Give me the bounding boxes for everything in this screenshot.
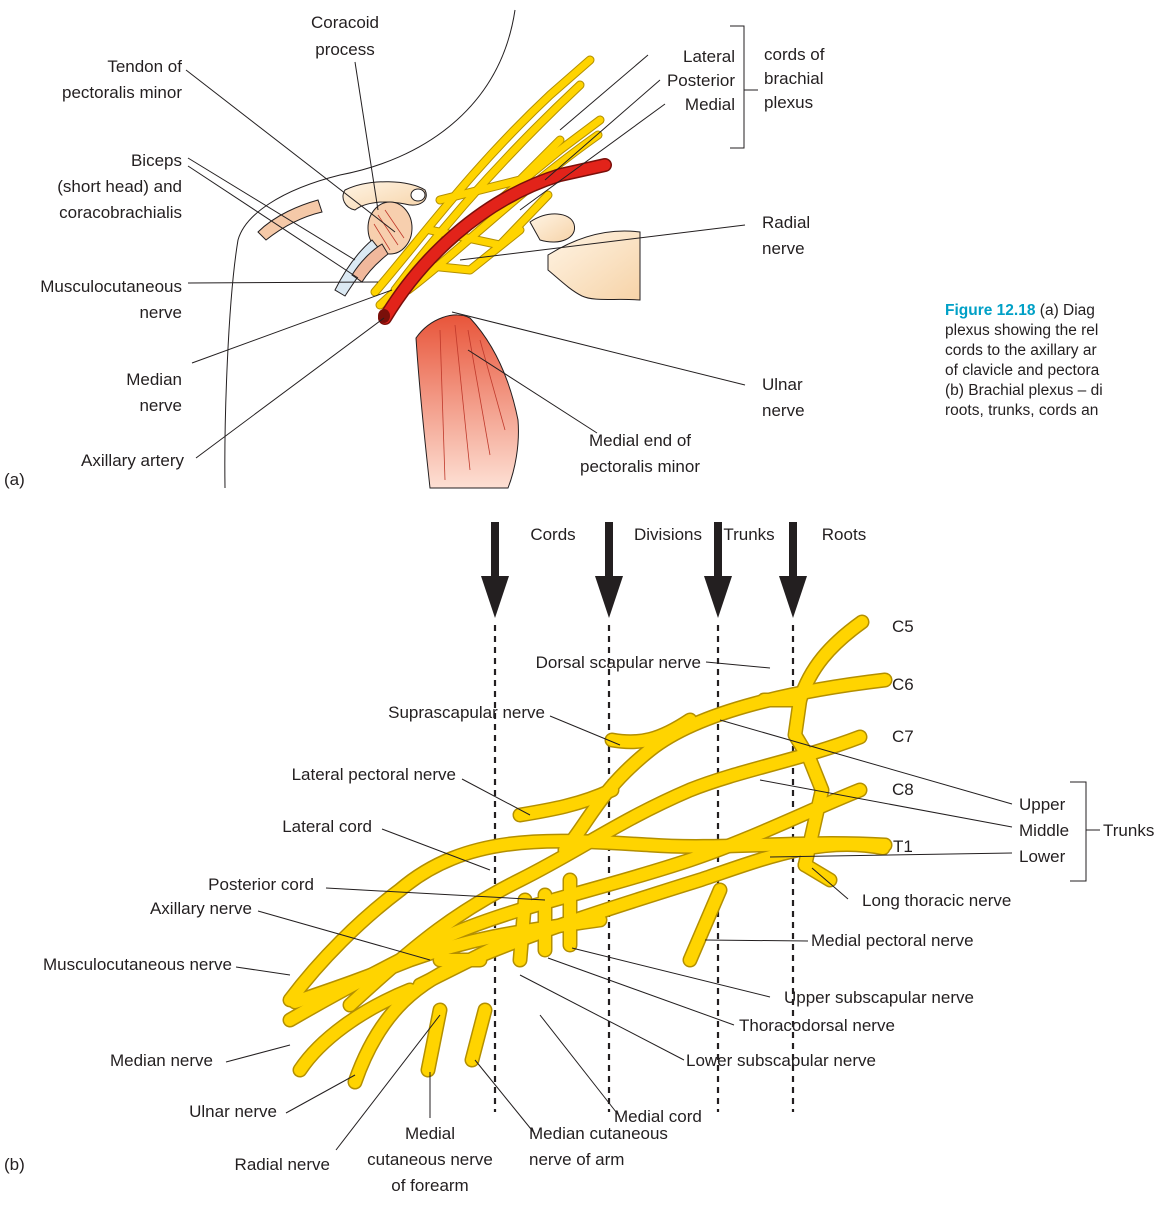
panel-b-label: (b) <box>4 1155 25 1174</box>
label-biceps-2: (short head) and <box>57 177 182 196</box>
arrow-divisions <box>595 522 623 618</box>
label-cords-3: plexus <box>764 93 813 112</box>
root-c7: C7 <box>892 727 914 746</box>
caption-line-1: Figure 12.18 (a) Diag <box>945 301 1164 321</box>
label-median-2: nerve <box>139 396 182 415</box>
label-suprascapular: Suprascapular nerve <box>388 703 545 722</box>
column-divisions: Divisions <box>634 525 702 544</box>
label-tendon-1: Tendon of <box>107 57 182 76</box>
label-ulnar-nerve: Ulnar nerve <box>189 1102 277 1121</box>
label-axillary-nerve: Axillary nerve <box>150 899 252 918</box>
label-median-1: Median <box>126 370 182 389</box>
label-tendon-2: pectoralis minor <box>62 83 182 102</box>
caption-line-6: roots, trunks, cords an <box>945 401 1164 421</box>
trunk-lower: Lower <box>1019 847 1066 866</box>
caption-line-4: of clavicle and pectora <box>945 361 1164 381</box>
rib-bone <box>530 214 575 242</box>
label-med-cut-forearm-1: Medial <box>405 1124 455 1143</box>
label-cords-1: cords of <box>764 45 825 64</box>
label-medial-pectoral: Medial pectoral nerve <box>811 931 974 950</box>
label-cord-posterior: Posterior <box>667 71 735 90</box>
label-cords-2: brachial <box>764 69 824 88</box>
caption-line-5: (b) Brachial plexus – di <box>945 381 1164 401</box>
label-thoracodorsal: Thoracodorsal nerve <box>739 1016 895 1035</box>
label-lateral-cord: Lateral cord <box>282 817 372 836</box>
column-trunks: Trunks <box>723 525 774 544</box>
pectoralis-minor-muscle <box>416 315 518 488</box>
label-upper-subscapular: Upper subscapular nerve <box>784 988 974 1007</box>
panel-a: Coracoid process Tendon of pectoralis mi… <box>4 10 825 489</box>
label-ulnar-1: Ulnar <box>762 375 803 394</box>
label-med-cut-arm-2: nerve of arm <box>529 1150 624 1169</box>
label-med-cut-forearm-2: cutaneous nerve <box>367 1150 493 1169</box>
caption-text-1: (a) Diag <box>1040 302 1095 319</box>
label-biceps-3: coracobrachialis <box>59 203 182 222</box>
figure-number: Figure 12.18 <box>945 302 1035 319</box>
label-med-cut-arm-1: Median cutaneous <box>529 1124 668 1143</box>
label-long-thoracic: Long thoracic nerve <box>862 891 1011 910</box>
label-medial-cord: Medial cord <box>614 1107 702 1126</box>
root-c8: C8 <box>892 780 914 799</box>
coracoid-tip <box>411 189 425 201</box>
label-radial-2: nerve <box>762 239 805 258</box>
label-ulnar-2: nerve <box>762 401 805 420</box>
label-median-nerve: Median nerve <box>110 1051 213 1070</box>
label-musculo-2: nerve <box>139 303 182 322</box>
label-radial-1: Radial <box>762 213 810 232</box>
label-posterior-cord: Posterior cord <box>208 875 314 894</box>
column-roots: Roots <box>822 525 866 544</box>
column-cords: Cords <box>530 525 575 544</box>
label-radial-nerve: Radial nerve <box>235 1155 330 1174</box>
trunk-middle: Middle <box>1019 821 1069 840</box>
trunks-bracket-label: Trunks <box>1103 821 1154 840</box>
label-coracoid-1: Coracoid <box>311 13 379 32</box>
caption-line-2: plexus showing the rel <box>945 321 1164 341</box>
root-c5: C5 <box>892 617 914 636</box>
label-biceps-1: Biceps <box>131 151 182 170</box>
label-coracoid-2: process <box>315 40 375 59</box>
panel-a-label: (a) <box>4 470 25 489</box>
panel-b: Cords Divisions Trunks Roots C5 C6 C7 C8… <box>4 522 1154 1195</box>
label-axillary-artery: Axillary artery <box>81 451 184 470</box>
label-musculo-1: Musculocutaneous <box>40 277 182 296</box>
root-c6: C6 <box>892 675 914 694</box>
figure-caption: Figure 12.18 (a) Diag plexus showing the… <box>945 301 1164 421</box>
label-dorsal-scapular: Dorsal scapular nerve <box>536 653 701 672</box>
label-musculocutaneous: Musculocutaneous nerve <box>43 955 232 974</box>
label-cord-lateral: Lateral <box>683 47 735 66</box>
label-lateral-pectoral: Lateral pectoral nerve <box>292 765 456 784</box>
label-pec-end-1: Medial end of <box>589 431 691 450</box>
trunk-upper: Upper <box>1019 795 1066 814</box>
label-med-cut-forearm-3: of forearm <box>391 1176 468 1195</box>
panel-b-plexus <box>290 622 885 1082</box>
arrow-cords <box>481 522 509 618</box>
label-cord-medial: Medial <box>685 95 735 114</box>
label-lower-subscapular: Lower subscapular nerve <box>686 1051 876 1070</box>
arrow-roots <box>779 522 807 618</box>
root-t1: T1 <box>893 837 913 856</box>
caption-line-3: cords to the axillary ar <box>945 341 1164 361</box>
label-pec-end-2: pectoralis minor <box>580 457 700 476</box>
